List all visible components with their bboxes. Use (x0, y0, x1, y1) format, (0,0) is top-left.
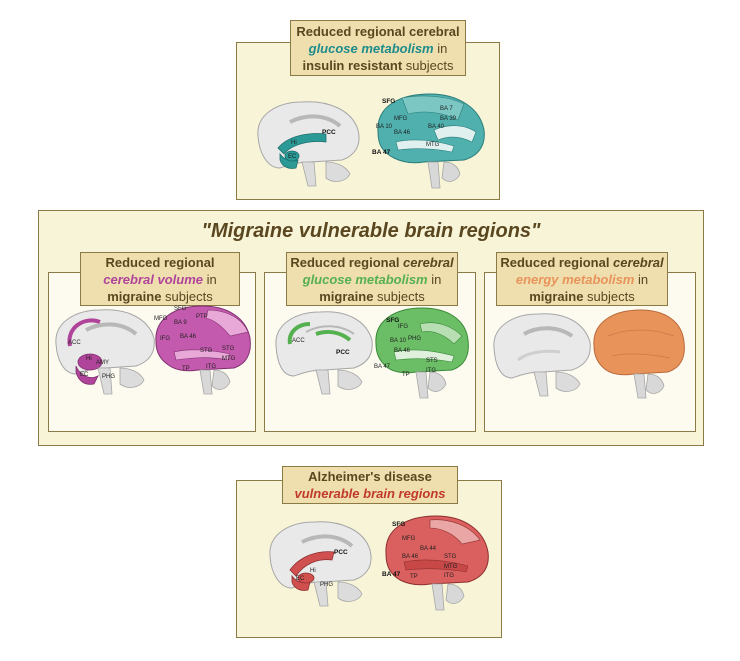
energy-title-box: Reduced regional cerebral energy metabol… (496, 252, 668, 306)
glucose-title-glucose: glucose (302, 271, 352, 287)
alzheimer-lateral-label-ba46: BA 46 (402, 554, 419, 560)
volume-lateral-label-itg: ITG (206, 364, 216, 370)
glucose-title-box: Reduced regional cerebral glucose metabo… (286, 252, 458, 306)
energy-medial-brain (493, 313, 591, 397)
glucose-lateral-label-sfg: SFG (386, 317, 399, 324)
glucose-title-subjects: subjects (373, 288, 425, 304)
glucose-medial-brain: ACC PCC (275, 311, 373, 395)
top-lateral-label-ba7: BA 7 (440, 106, 453, 112)
glucose-title-reduced: Reduced regional (290, 254, 400, 270)
alzheimer-lateral-label-mfg: MFG (402, 536, 416, 542)
top-lateral-label-ba46: BA 46 (394, 130, 411, 136)
alzheimer-lateral-label-mtg: MTG (444, 564, 458, 570)
alzheimer-title-line2: vulnerable brain regions (294, 486, 446, 501)
volume-lateral-label-ptp: PTP (196, 314, 208, 320)
glucose-medial-label-pcc: PCC (336, 349, 350, 356)
top-title-metabolism: metabolism (361, 40, 434, 56)
volume-lateral-label-sfg: SFG (174, 306, 187, 312)
top-medial-label-ec: EC (288, 154, 297, 160)
top-lateral-label-sfg: SFG (382, 98, 395, 105)
energy-lateral-brain (593, 309, 685, 399)
volume-lateral-label-mfg: MFG (154, 316, 168, 322)
energy-title-cerebral: cerebral (609, 254, 664, 270)
volume-lateral-label-ba9: BA 9 (174, 320, 187, 326)
volume-title-subjects: subjects (161, 288, 213, 304)
glucose-lateral-label-ba10: BA 10 (390, 338, 407, 344)
alzheimer-title-line1: Alzheimer's disease (308, 469, 432, 484)
volume-medial-label-ec: EC (80, 372, 89, 378)
alzheimer-lateral-brain: SFG MFG BA 44 BA 46 BA 47 STG MTG ITG TP (382, 515, 489, 611)
top-title-box: Reduced regional cerebral glucose metabo… (290, 20, 466, 76)
alzheimer-lateral-label-stg: STG (444, 554, 457, 560)
top-title-subjects: subjects (402, 57, 454, 73)
volume-lateral-brain: SFG MFG BA 9 PTP BA 46 IFG STG STG MTG I… (154, 305, 251, 395)
glucose-lateral-label-sts: STS (426, 358, 438, 364)
top-title-insulin: insulin resistant (302, 57, 403, 73)
volume-lateral-label-tp: TP (182, 366, 190, 372)
glucose-title-in: in (427, 271, 442, 287)
volume-title-in: in (202, 271, 217, 287)
volume-lateral-label-ifg: IFG (160, 336, 170, 342)
glucose-lateral-label-ba46: BA 46 (394, 348, 411, 354)
top-lateral-label-ba10: BA 10 (376, 124, 393, 130)
top-medial-label-hi: Hi (291, 140, 297, 146)
volume-title-migraine: migraine (107, 288, 162, 304)
top-lateral-label-ba39: BA 39 (440, 116, 457, 122)
top-lateral-label-mtg: MTG (426, 142, 440, 148)
alzheimer-lateral-label-ba47: BA 47 (382, 571, 401, 578)
top-lateral-label-mfg: MFG (394, 116, 408, 122)
volume-title-box: Reduced regional cerebral volume in migr… (80, 252, 240, 306)
top-lateral-label-ba47: BA 47 (372, 149, 391, 156)
alzheimer-title-box: Alzheimer's disease vulnerable brain reg… (282, 466, 458, 504)
glucose-title-cerebral: cerebral (399, 254, 454, 270)
volume-lateral-label-mtg: MTG (222, 356, 236, 362)
volume-medial-label-amy: AMY (96, 360, 109, 366)
volume-lateral-label-ba46: BA 46 (180, 334, 197, 340)
migraine-title: "Migraine vulnerable brain regions" (201, 220, 541, 242)
alzheimer-lateral-label-itg: ITG (444, 573, 454, 579)
glucose-title-metabolism: metabolism (355, 271, 428, 287)
top-lateral-brain: SFG MFG BA 10 BA 46 BA 47 BA 7 BA 39 BA … (372, 93, 485, 189)
energy-title-reduced: Reduced regional (500, 254, 610, 270)
top-title-glucose: glucose (308, 40, 358, 56)
glucose-lateral-label-phg: PHG (408, 336, 421, 342)
top-medial-brain: PCC Hi EC (257, 101, 360, 187)
volume-medial-brain: ACC Hi AMY EC PHG (55, 309, 155, 395)
glucose-title-migraine: migraine (319, 288, 374, 304)
alzheimer-medial-label-ec: EC (296, 576, 305, 582)
energy-title-migraine: migraine (529, 288, 584, 304)
volume-title-line1: Reduced regional (105, 254, 215, 270)
alzheimer-lateral-label-ba44: BA 44 (420, 546, 437, 552)
alzheimer-medial-label-phg: PHG (320, 582, 333, 588)
top-lateral-label-ba40: BA 40 (428, 124, 445, 130)
volume-title-cerebral-volume: cerebral volume (103, 271, 203, 287)
top-title-line1: Reduced regional cerebral (296, 23, 460, 39)
glucose-medial-label-acc: ACC (292, 338, 305, 344)
volume-lateral-label-stg: STG (200, 348, 213, 354)
alzheimer-medial-brain: PCC Hi EC PHG (269, 521, 372, 607)
glucose-lateral-label-ifg: IFG (398, 324, 408, 330)
glucose-lateral-label-tp: TP (402, 372, 410, 378)
top-medial-label-pcc: PCC (322, 129, 336, 136)
alzheimer-lateral-label-tp: TP (410, 574, 418, 580)
volume-medial-label-hi: Hi (86, 356, 92, 362)
alzheimer-medial-label-hi: Hi (310, 568, 316, 574)
energy-title-energy-metabolism: energy metabolism (515, 271, 635, 287)
alzheimer-lateral-label-sfg: SFG (392, 521, 405, 528)
alzheimer-medial-label-pcc: PCC (334, 549, 348, 556)
energy-title-in: in (634, 271, 649, 287)
glucose-lateral-brain: SFG IFG BA 10 PHG BA 46 BA 47 STS ITG TP (374, 307, 469, 399)
glucose-lateral-label-itg: ITG (426, 368, 436, 374)
volume-medial-label-acc: ACC (68, 340, 81, 346)
energy-title-subjects: subjects (583, 288, 635, 304)
top-title-in: in (433, 40, 448, 56)
glucose-lateral-label-ba47: BA 47 (374, 364, 391, 370)
volume-lateral-label-stg-2: STG (222, 346, 235, 352)
volume-medial-label-phg: PHG (102, 374, 115, 380)
